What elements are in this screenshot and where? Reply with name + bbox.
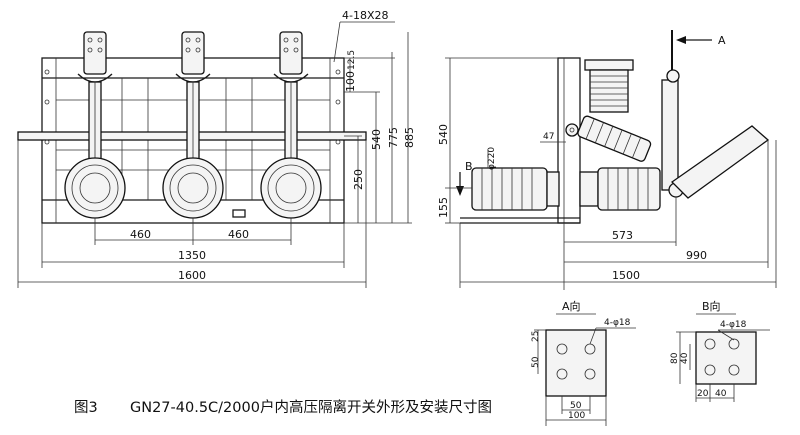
detail-a-plate — [545, 329, 607, 397]
arrow-a-label: A — [718, 34, 726, 47]
side-frame — [557, 57, 581, 224]
dim-1350: 1350 — [178, 249, 206, 262]
side-dim-1500: 1500 — [612, 269, 640, 282]
dim-540: 540 — [370, 129, 383, 150]
detail-b-view: B向 4-φ18 80 40 20 40 — [670, 299, 770, 402]
open-blade — [670, 125, 770, 199]
detail-a-dim-100: 100 — [568, 411, 585, 421]
dim-460-right: 460 — [228, 228, 249, 241]
detail-a-title: A向 — [562, 299, 581, 313]
upper-insulator — [589, 69, 629, 113]
detail-a-view: A向 4-φ18 25 50 50 100 — [531, 299, 636, 426]
detail-b-title: B向 — [702, 299, 721, 313]
side-dim-155: 155 — [437, 197, 450, 218]
dim-100: 100 — [344, 71, 357, 92]
dim-250: 250 — [352, 169, 365, 190]
dim-12-5: 12.5 — [347, 50, 357, 70]
detail-b-plate — [695, 331, 757, 385]
phase-pole-3 — [260, 31, 322, 219]
detail-a-dim-50: 50 — [531, 356, 541, 368]
front-view: 4-18X28 460 460 1350 1600 885 775 540 25… — [17, 9, 416, 288]
detail-b-hole-spec: 4-φ18 — [720, 320, 747, 330]
side-dim-phi220: φ220 — [487, 147, 497, 170]
detail-a-hole-spec: 4-φ18 — [604, 318, 631, 328]
detail-a-dim-25: 25 — [531, 331, 541, 342]
side-view: A B 540 155 47 φ220 573 990 1500 — [437, 30, 777, 290]
side-dim-573: 573 — [612, 229, 633, 242]
figure-label: 图3 — [74, 400, 98, 416]
dim-1600: 1600 — [178, 269, 206, 282]
dim-885: 885 — [403, 127, 416, 148]
detail-b-dim-40b: 40 — [715, 389, 727, 399]
side-dim-990: 990 — [686, 249, 707, 262]
phase-pole-1 — [64, 31, 126, 219]
lower-insulator-left — [471, 167, 548, 211]
lower-insulator-right — [597, 167, 661, 211]
detail-a-dim-50b: 50 — [570, 401, 582, 411]
detail-b-dim-40: 40 — [680, 352, 690, 364]
phase-pole-2 — [162, 31, 224, 219]
arrow-b-label: B — [465, 160, 473, 173]
figure-caption: GN27-40.5C/2000户内高压隔离开关外形及安装尺寸图 — [130, 399, 492, 416]
drive-insulator — [577, 115, 652, 162]
front-hole-spec: 4-18X28 — [342, 9, 389, 22]
blade-arm — [661, 79, 679, 191]
dim-775: 775 — [387, 127, 400, 148]
side-dim-47: 47 — [543, 132, 554, 142]
dim-460-left: 460 — [130, 228, 151, 241]
detail-b-dim-20: 20 — [697, 389, 709, 399]
side-dim-540: 540 — [437, 124, 450, 145]
detail-b-dim-80: 80 — [670, 352, 680, 364]
